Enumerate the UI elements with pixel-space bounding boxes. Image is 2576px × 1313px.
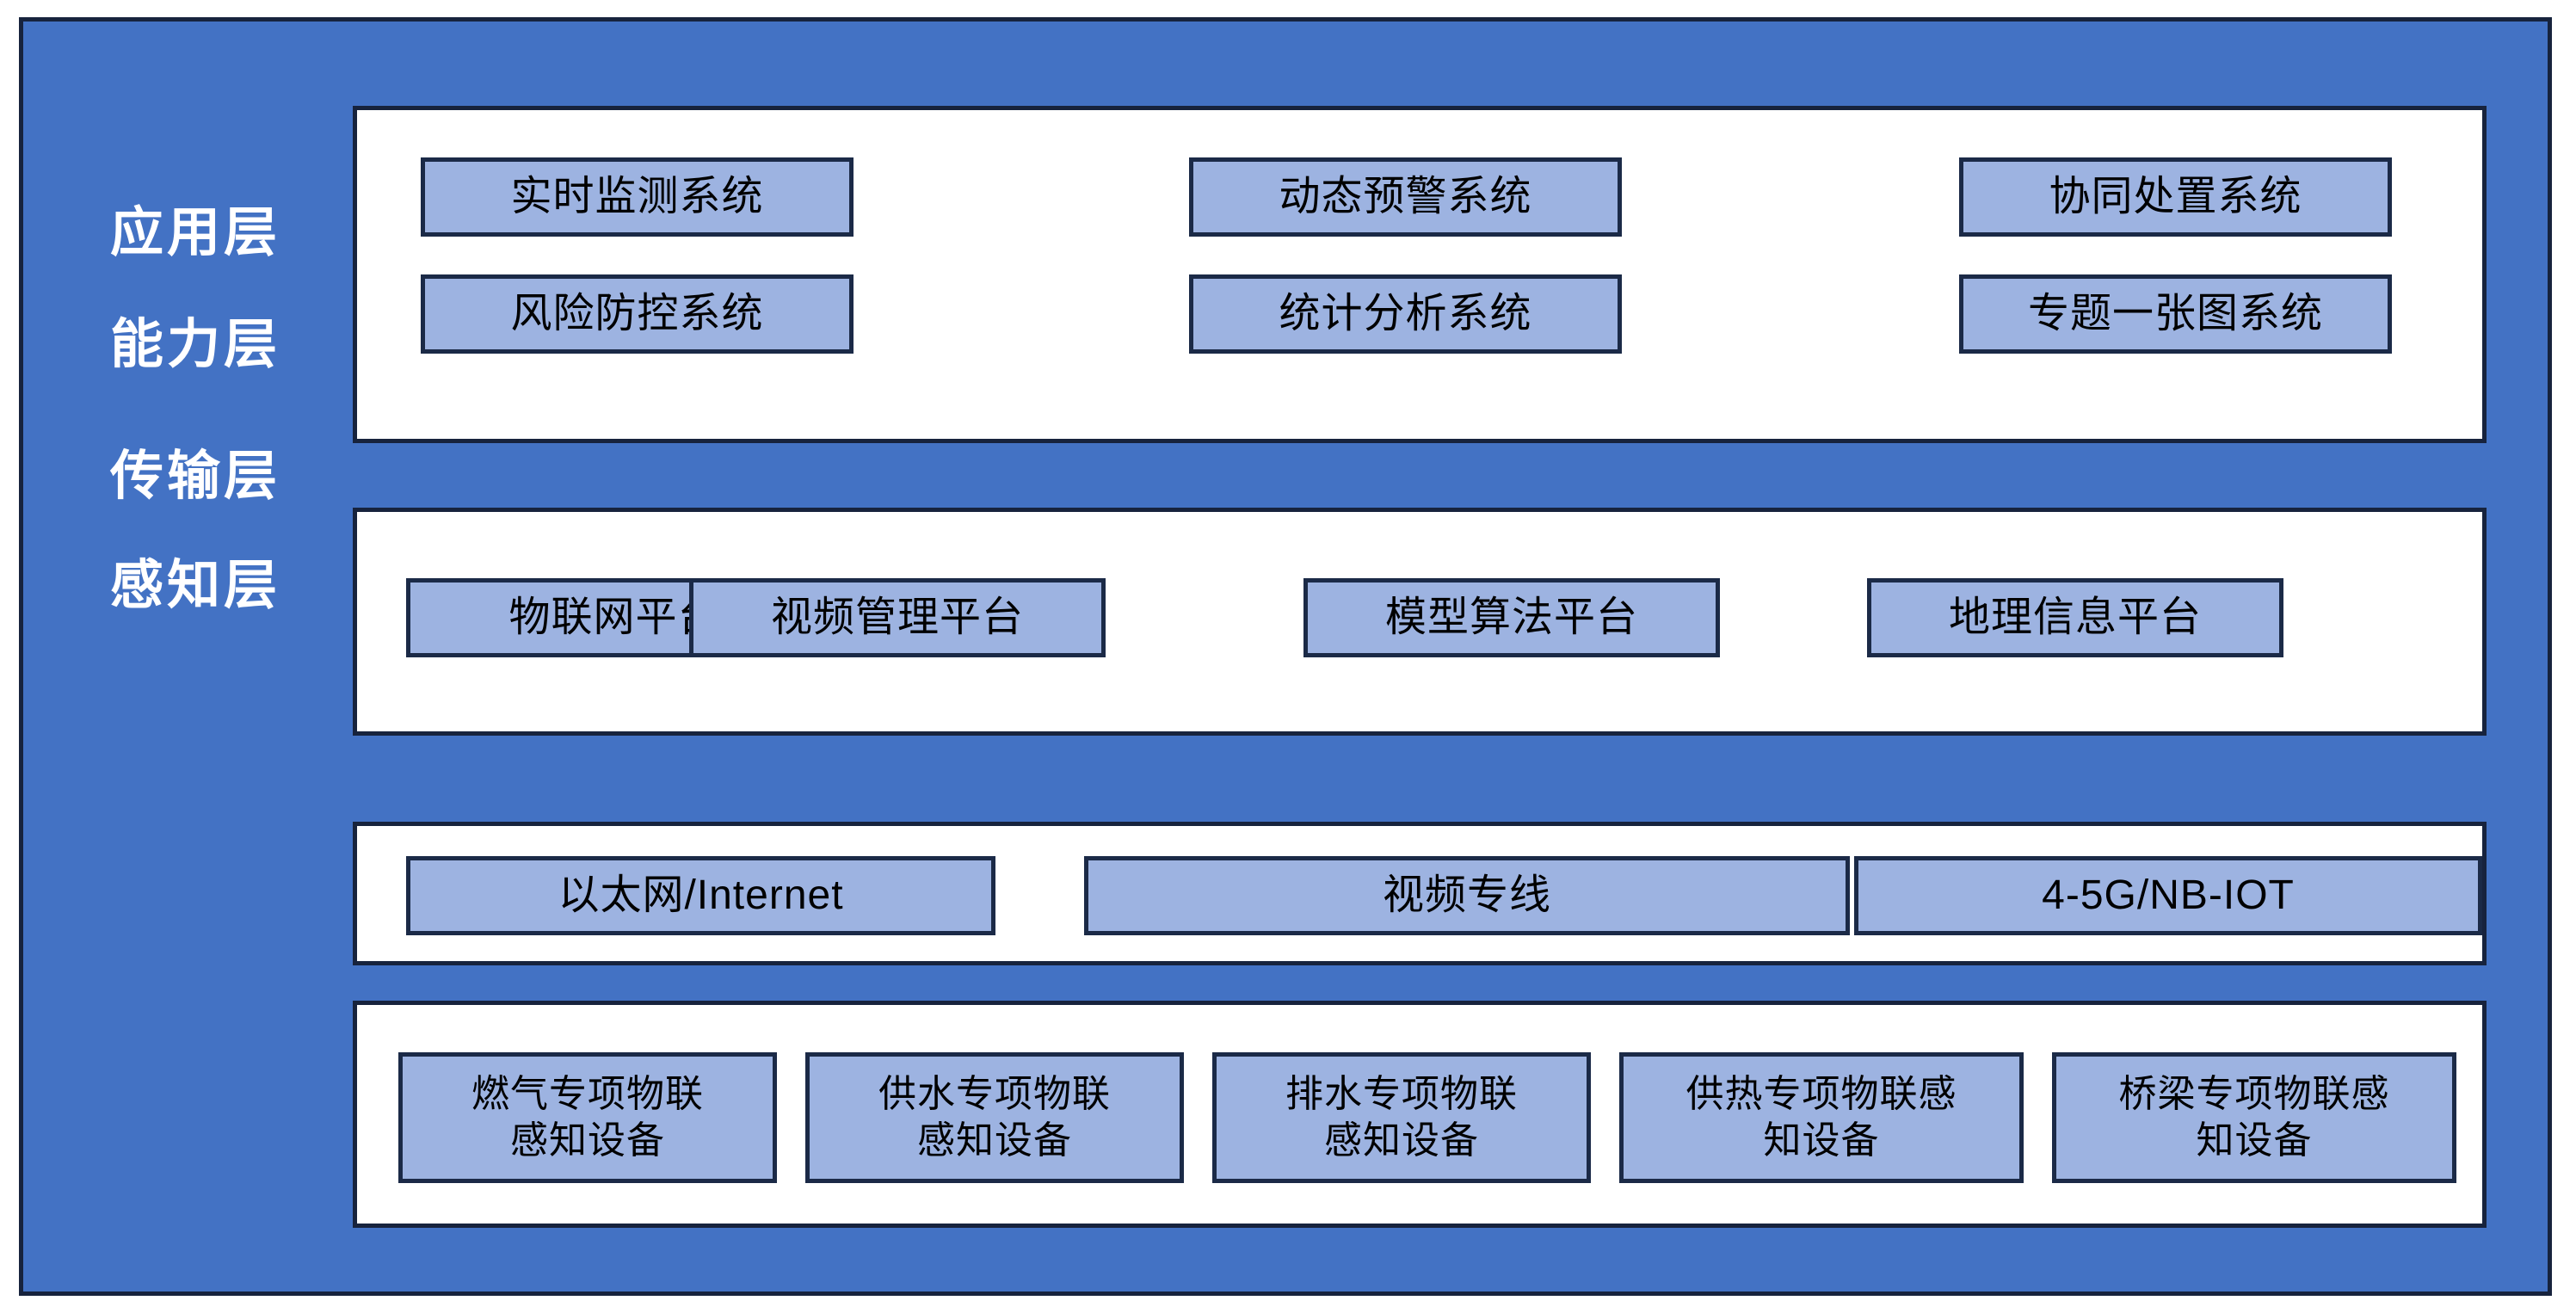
layer-panel-perception: 燃气专项物联 感知设备 供水专项物联 感知设备 排水专项物联 感知设备 供热专项… xyxy=(353,1001,2487,1228)
node-label: 地理信息平台 xyxy=(1948,594,2202,640)
node-label: 风险防控系统 xyxy=(510,290,764,336)
node-label-line2: 感知设备 xyxy=(917,1119,1072,1162)
node-collaborative-disposal[interactable]: 协同处置系统 xyxy=(1959,157,2392,237)
node-label-line1: 供热专项物联感 xyxy=(1685,1073,1957,1116)
node-heating-iot-sensing[interactable]: 供热专项物联感 知设备 xyxy=(1619,1052,2024,1183)
node-label: 动态预警系统 xyxy=(1279,173,1532,219)
node-label-line1: 排水专项物联 xyxy=(1285,1073,1518,1116)
node-label-line2: 感知设备 xyxy=(1324,1119,1479,1162)
diagram-outer-frame: 应用层 实时监测系统 风险防控系统 动态预警系统 统计分析系统 协同处置系统 专… xyxy=(19,17,2552,1296)
node-label: 4-5G/NB-IOT xyxy=(2042,872,2295,918)
node-label-line2: 感知设备 xyxy=(510,1119,665,1162)
node-label-line1: 桥梁专项物联感 xyxy=(2118,1073,2390,1116)
node-label: 实时监测系统 xyxy=(510,173,764,219)
node-label: 视频管理平台 xyxy=(770,594,1024,640)
node-label: 协同处置系统 xyxy=(2049,173,2302,219)
node-label: 统计分析系统 xyxy=(1279,290,1532,336)
node-label: 以太网/Internet xyxy=(558,872,844,918)
node-4-5g-nbiot[interactable]: 4-5G/NB-IOT xyxy=(1854,856,2482,935)
node-gas-iot-sensing[interactable]: 燃气专项物联 感知设备 xyxy=(398,1052,777,1183)
layer-panel-capability: 物联网平台 视频管理平台 模型算法平台 地理信息平台 xyxy=(353,508,2487,736)
layer-label-capability: 能力层 xyxy=(109,315,280,374)
node-label-line1: 供水专项物联 xyxy=(878,1073,1111,1116)
node-statistical-analysis[interactable]: 统计分析系统 xyxy=(1189,274,1622,354)
node-model-algorithm-platform[interactable]: 模型算法平台 xyxy=(1303,578,1720,657)
node-label-line1: 燃气专项物联 xyxy=(471,1073,704,1116)
layer-label-transport: 传输层 xyxy=(109,447,280,506)
node-ethernet-internet[interactable]: 以太网/Internet xyxy=(406,856,995,935)
node-dynamic-warning[interactable]: 动态预警系统 xyxy=(1189,157,1622,237)
layer-panel-transport: 以太网/Internet 视频专线 4-5G/NB-IOT xyxy=(353,822,2487,965)
node-label: 视频专线 xyxy=(1382,872,1551,918)
layer-label-perception: 感知层 xyxy=(109,556,280,615)
node-drainage-iot-sensing[interactable]: 排水专项物联 感知设备 xyxy=(1212,1052,1591,1183)
node-label-line2: 知设备 xyxy=(2196,1119,2313,1162)
layer-label-application: 应用层 xyxy=(109,203,280,262)
node-label-line2: 知设备 xyxy=(1763,1119,1880,1162)
node-label: 物联网平台 xyxy=(508,594,720,640)
node-label: 模型算法平台 xyxy=(1384,594,1638,640)
node-thematic-map[interactable]: 专题一张图系统 xyxy=(1959,274,2392,354)
node-risk-prevention[interactable]: 风险防控系统 xyxy=(421,274,854,354)
node-video-dedicated-line[interactable]: 视频专线 xyxy=(1084,856,1850,935)
layer-panel-application: 实时监测系统 风险防控系统 动态预警系统 统计分析系统 协同处置系统 专题一张图… xyxy=(353,106,2487,443)
node-bridge-iot-sensing[interactable]: 桥梁专项物联感 知设备 xyxy=(2052,1052,2456,1183)
node-video-management-platform[interactable]: 视频管理平台 xyxy=(689,578,1106,657)
node-water-supply-iot-sensing[interactable]: 供水专项物联 感知设备 xyxy=(805,1052,1184,1183)
node-gis-platform[interactable]: 地理信息平台 xyxy=(1867,578,2283,657)
node-realtime-monitoring[interactable]: 实时监测系统 xyxy=(421,157,854,237)
node-label: 专题一张图系统 xyxy=(2027,290,2323,336)
